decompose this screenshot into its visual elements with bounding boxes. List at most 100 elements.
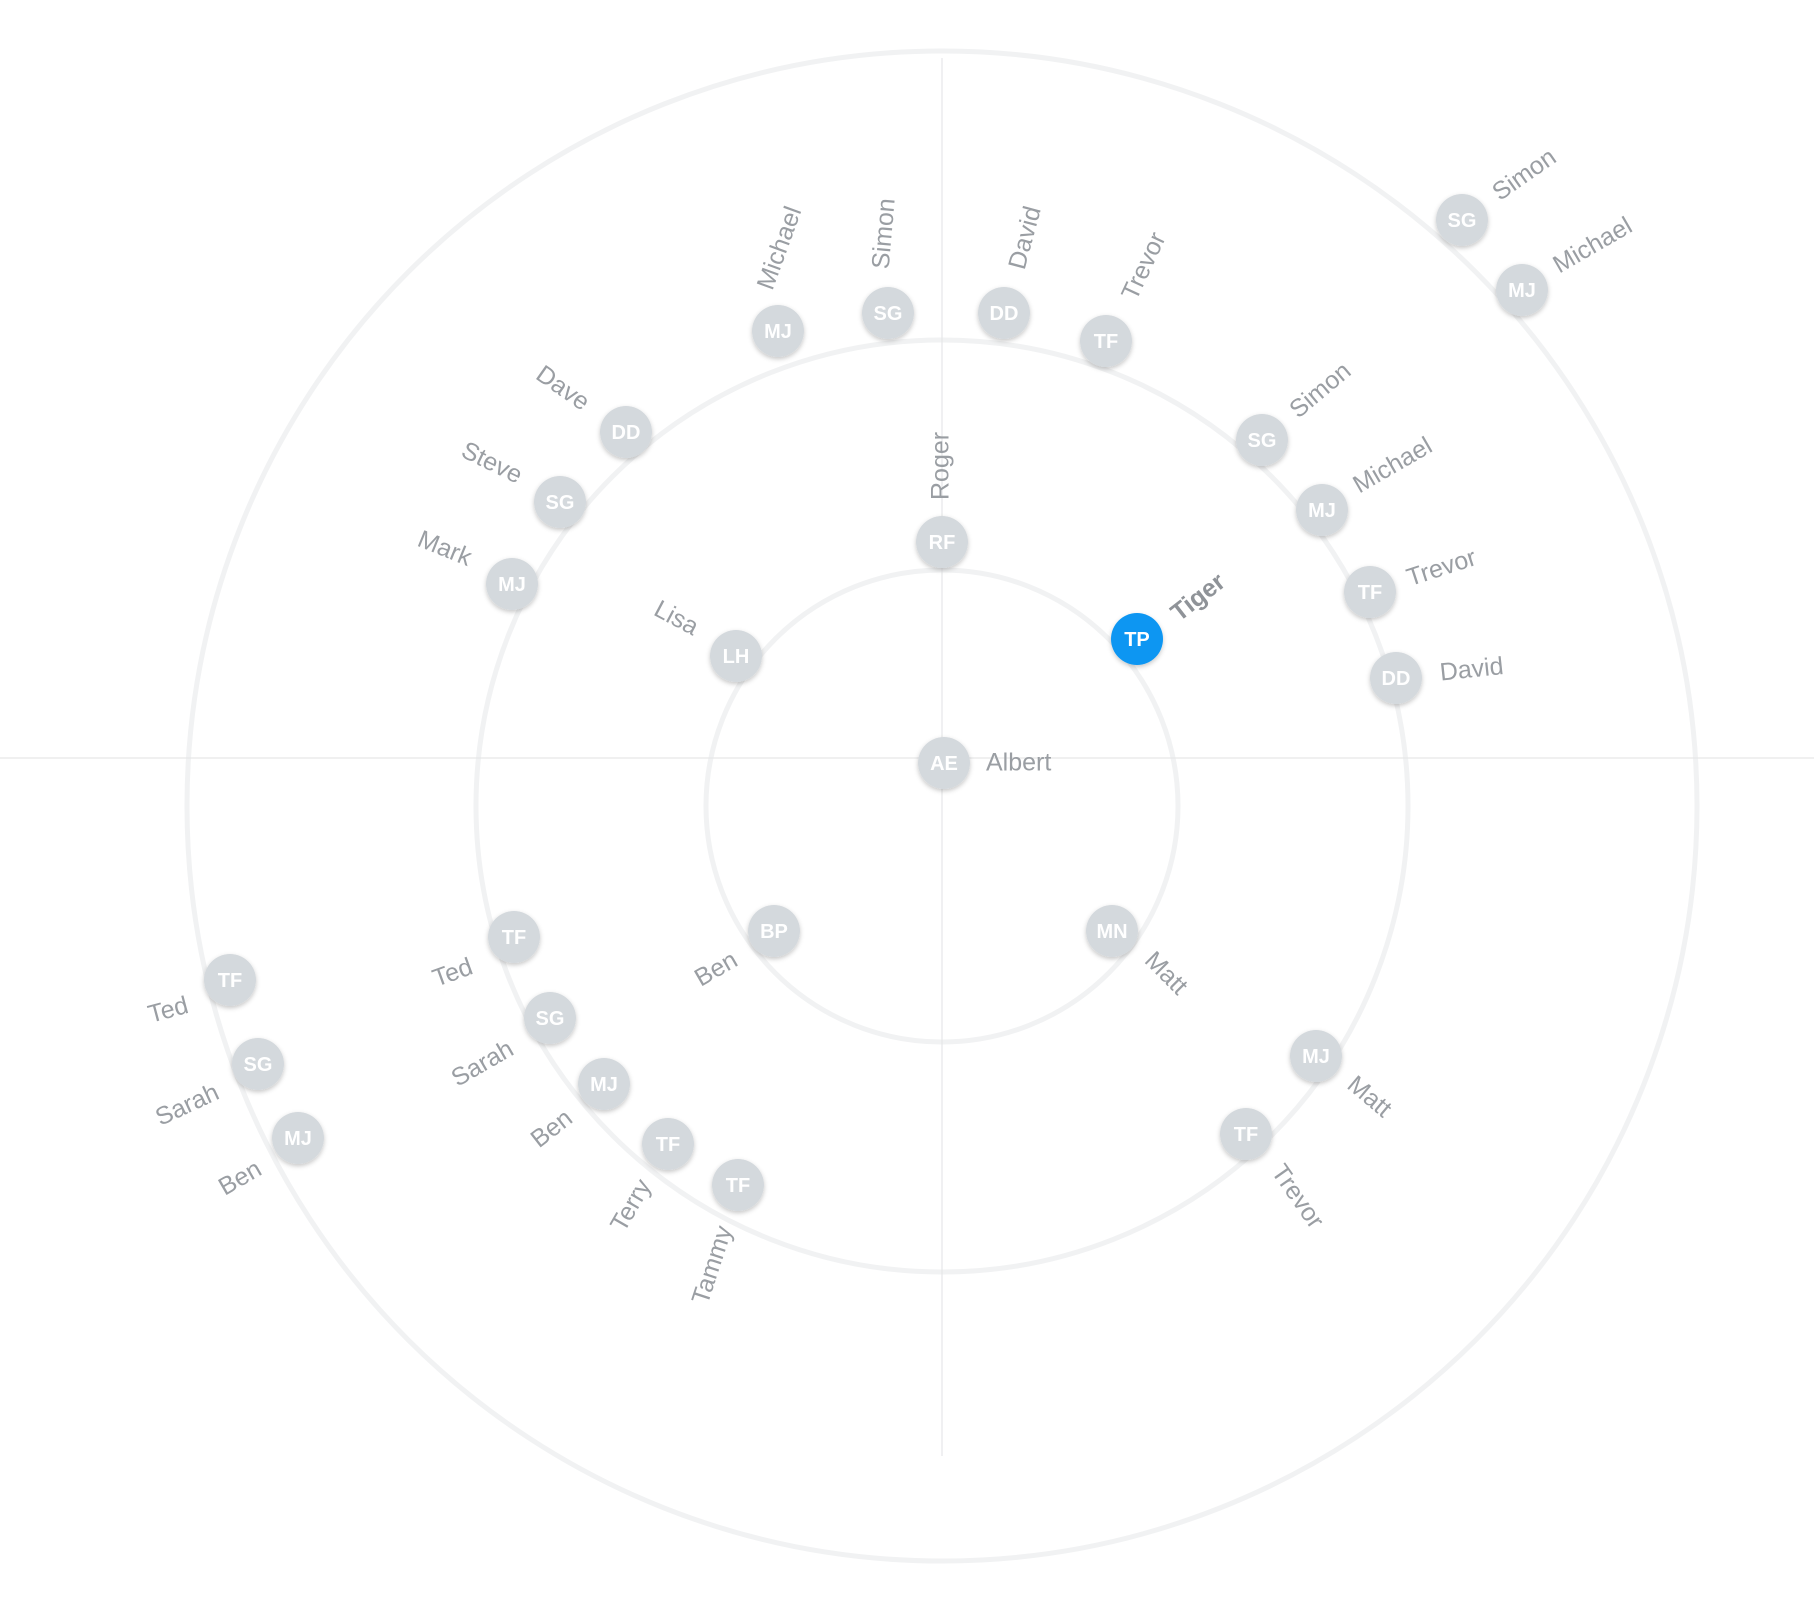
avatar-circle[interactable] [752,305,804,357]
avatar-circle[interactable] [712,1159,764,1211]
avatar-initials: SG [874,303,903,325]
avatar-initials: TF [1094,331,1118,353]
person-node-simon[interactable]: SG Simon [862,197,914,339]
avatar-initials: SG [1448,210,1477,232]
avatar-circle[interactable] [1086,905,1138,957]
person-node-ted[interactable]: TF Ted [145,954,256,1029]
avatar-initials: RF [929,532,956,554]
avatar-circle[interactable] [748,905,800,957]
person-name-label: David [1003,203,1047,272]
avatar-circle[interactable] [1436,194,1488,246]
avatar-circle[interactable] [272,1112,324,1164]
avatar-circle[interactable] [1344,566,1396,618]
person-node-simon[interactable]: SG Simon [1436,143,1561,246]
person-node-matt[interactable]: MN Matt [1086,905,1193,1000]
person-node-sarah[interactable]: SG Sarah [447,992,576,1092]
avatar-circle[interactable] [600,406,652,458]
person-name-label: Roger [927,432,955,500]
person-name-label: Sarah [151,1078,223,1132]
person-node-roger[interactable]: RF Roger [916,432,968,568]
avatar-initials: MJ [1308,500,1336,522]
avatar-circle[interactable] [1236,414,1288,466]
person-name-label: Michael [752,203,808,294]
avatar-circle[interactable] [918,737,970,789]
person-name-label: Mark [414,525,476,572]
avatar-circle[interactable] [1290,1030,1342,1082]
avatar-circle[interactable] [1220,1108,1272,1160]
avatar-initials: MJ [590,1074,618,1096]
avatar-circle[interactable] [642,1118,694,1170]
avatar-circle[interactable] [1370,652,1422,704]
avatar-initials: DD [1382,668,1411,690]
avatar-circle[interactable] [232,1038,284,1090]
outer-ring [184,48,1700,1564]
avatar-circle[interactable] [1296,484,1348,536]
person-name-label: Trevor [1403,543,1479,592]
avatar-circle[interactable] [524,992,576,1044]
person-node-ted[interactable]: TF Ted [429,911,540,993]
person-name-label: Steve [457,436,527,489]
avatar-initials: TF [726,1175,750,1197]
avatar-initials: SG [244,1054,273,1076]
avatar-circle[interactable] [1111,613,1163,665]
person-node-dave[interactable]: DD Dave [531,360,652,458]
avatar-initials: TF [1234,1124,1258,1146]
avatar-circle[interactable] [578,1058,630,1110]
avatar-circle[interactable] [534,476,586,528]
person-name-label: Dave [531,360,595,416]
avatar-circle[interactable] [1080,315,1132,367]
avatar-initials: MN [1096,921,1127,943]
avatar-initials: DD [990,303,1019,325]
person-node-michael[interactable]: MJ Michael [1296,432,1437,536]
person-name-label: Matt [1139,946,1193,1000]
person-name-label: Ted [429,953,476,993]
person-node-ben[interactable]: MJ Ben [214,1112,324,1201]
person-node-david[interactable]: DD David [1370,652,1505,704]
avatar-initials: BP [760,921,788,943]
person-name-label: Simon [1487,143,1561,207]
avatar-initials: MJ [1508,280,1536,302]
person-node-david[interactable]: DD David [978,203,1047,339]
avatar-initials: SG [536,1008,565,1030]
avatar-circle[interactable] [488,911,540,963]
person-name-label: Sarah [447,1035,519,1093]
avatar-initials: TF [502,927,526,949]
person-name-label: David [1438,652,1504,687]
avatar-circle[interactable] [916,516,968,568]
avatar-initials: DD [612,422,641,444]
person-name-label: Ted [145,991,191,1028]
person-node-mark[interactable]: MJ Mark [414,525,538,610]
avatar-initials: MJ [284,1128,312,1150]
avatar-initials: TF [656,1134,680,1156]
avatar-circle[interactable] [710,630,762,682]
avatar-initials: MJ [498,574,526,596]
avatar-circle[interactable] [978,287,1030,339]
person-name-label: Simon [867,197,901,270]
person-name-label: Lisa [650,595,704,641]
avatar-circle[interactable] [1496,264,1548,316]
person-name-label: Ben [525,1104,577,1153]
avatar-initials: TF [1358,582,1382,604]
person-name-label: Michael [1348,432,1437,499]
person-name-label: Ben [690,946,743,992]
person-name-label: Ben [214,1155,267,1201]
avatar-circle[interactable] [486,558,538,610]
avatar-circle[interactable] [862,287,914,339]
person-node-trevor[interactable]: TF Trevor [1344,543,1480,618]
person-node-sarah[interactable]: SG Sarah [151,1038,284,1132]
avatar-circle[interactable] [204,954,256,1006]
avatar-initials: TP [1124,629,1150,651]
avatar-initials: TF [218,970,242,992]
